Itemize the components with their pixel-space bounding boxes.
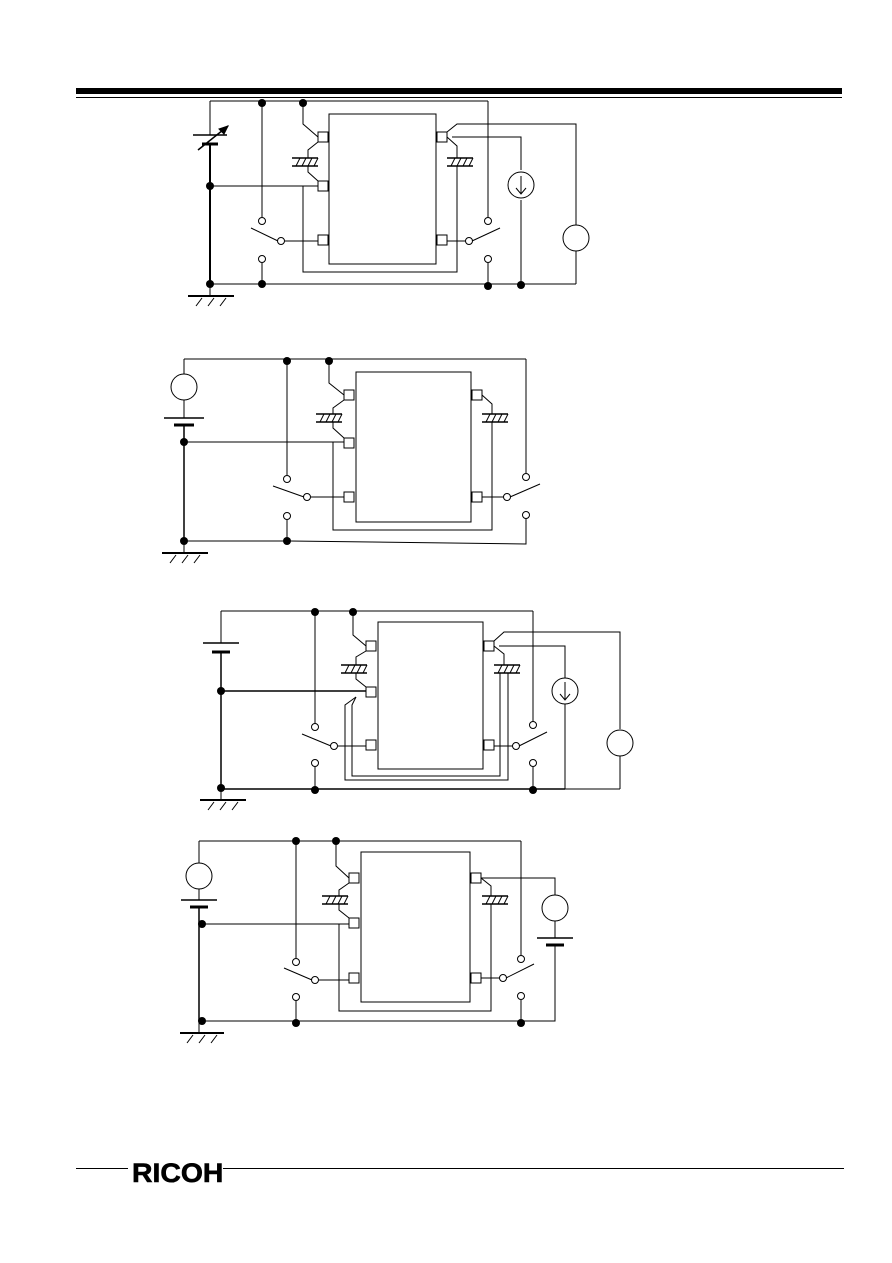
test-circuit-3 [200, 608, 634, 811]
battery-symbol [537, 937, 573, 947]
ic-package [355, 371, 472, 523]
chassis-ground-symbol [341, 664, 368, 674]
switch-terminal [465, 237, 473, 245]
junction-dots [206, 99, 525, 290]
switch-blade [301, 733, 332, 747]
ic-package [328, 113, 437, 265]
pin-2 [317, 180, 329, 192]
switch-terminal [258, 255, 266, 263]
switch-terminal [277, 237, 285, 245]
earth-ground-symbol [180, 1021, 224, 1044]
battery-symbol [203, 642, 239, 654]
pin-3 [348, 972, 360, 984]
test-circuit-4 [180, 837, 573, 1044]
ammeter-symbol [507, 171, 535, 199]
pin-1 [343, 389, 355, 401]
pin-6 [470, 872, 482, 884]
chassis-ground-symbol [292, 157, 319, 167]
switch-terminal [258, 217, 266, 225]
voltage-source-symbol [170, 373, 198, 401]
chassis-ground-symbol [316, 413, 343, 423]
pin-2 [343, 437, 355, 449]
test-circuit-1 [188, 99, 590, 307]
pin-4 [483, 739, 495, 751]
header-rule-thin [76, 97, 842, 98]
earth-ground-symbol [162, 541, 208, 564]
chassis-ground-symbol [482, 895, 509, 905]
junction-dots [217, 608, 537, 794]
pin-2 [348, 917, 360, 929]
voltmeter-symbol [606, 729, 634, 757]
pin-4 [471, 491, 483, 503]
battery-symbol [181, 899, 217, 909]
header-rule-thick [76, 88, 842, 94]
earth-ground-symbol [188, 284, 234, 307]
switch-blade [509, 483, 541, 498]
pin-1 [348, 872, 360, 884]
pin-4 [470, 972, 482, 984]
footer-rule [76, 1168, 844, 1169]
logo-text: RICOH [132, 1158, 224, 1189]
switch-blade [518, 731, 548, 747]
ic-package [377, 621, 484, 770]
junction-dots [180, 357, 333, 545]
pin-1 [317, 131, 329, 143]
switch-blade [250, 227, 279, 242]
switch-blade [471, 227, 501, 242]
battery-symbol [164, 417, 204, 427]
switch-blade [505, 963, 535, 979]
test-circuit-2 [162, 357, 541, 564]
chassis-ground-symbol [494, 664, 521, 674]
chassis-ground-symbol [447, 157, 474, 167]
pin-4 [436, 234, 448, 246]
chassis-ground-symbol [482, 413, 509, 423]
ricoh-logo: RICOH [128, 1158, 224, 1189]
pin-6 [483, 640, 495, 652]
pin-3 [317, 234, 329, 246]
pin-2 [365, 686, 377, 698]
pin-3 [343, 491, 355, 503]
pin-6 [471, 389, 483, 401]
ammeter-symbol [551, 677, 579, 705]
junction-dots [198, 837, 525, 1027]
ic-package [360, 851, 471, 1003]
voltage-source-symbol [541, 894, 569, 922]
pin-1 [365, 640, 377, 652]
switch-terminal [484, 217, 492, 225]
voltage-source-symbol [185, 862, 213, 890]
switch-terminal [484, 255, 492, 263]
voltmeter-symbol [562, 224, 590, 252]
switch-blade [283, 967, 313, 981]
pin-3 [365, 739, 377, 751]
pin-6 [436, 131, 448, 143]
chassis-ground-symbol [322, 895, 349, 905]
earth-ground-symbol [200, 789, 246, 811]
switch-blade [272, 485, 305, 498]
